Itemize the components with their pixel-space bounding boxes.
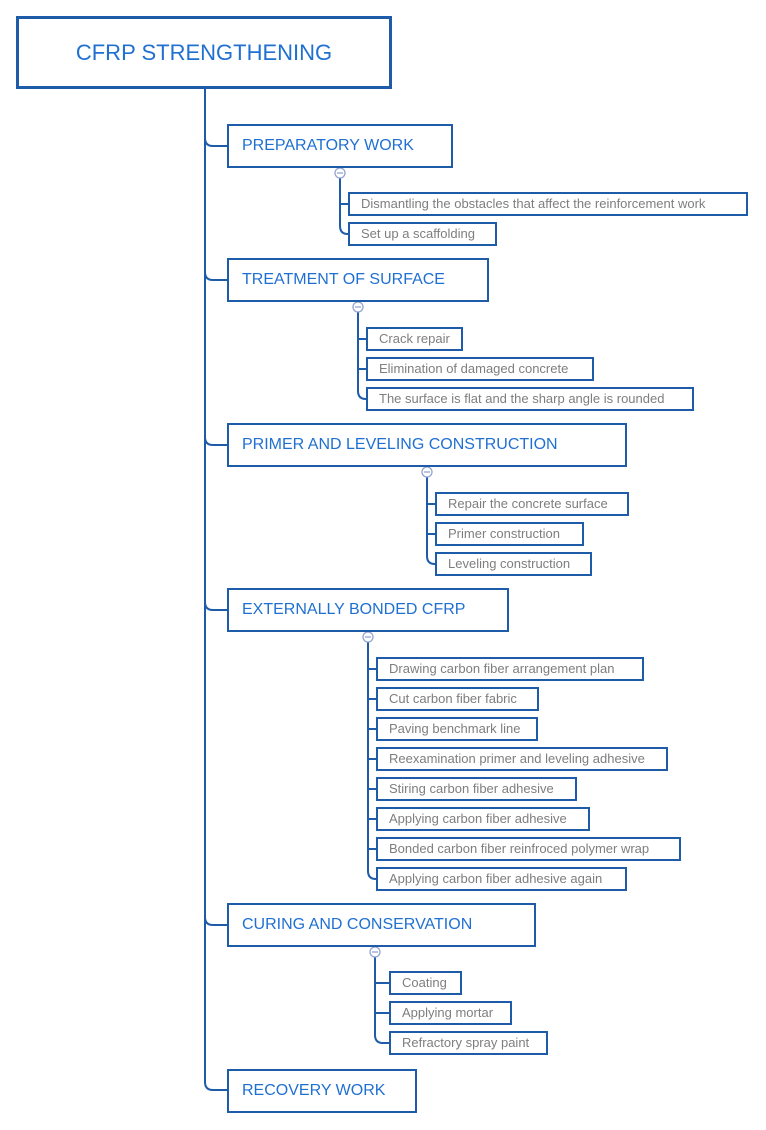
- child-connector-group4: [367, 642, 377, 880]
- subtopic-stiring-adhesive[interactable]: Stiring carbon fiber adhesive: [376, 777, 577, 801]
- subtopic-leveling-construction[interactable]: Leveling construction: [435, 552, 592, 576]
- collapse-toggle-treatment[interactable]: [352, 301, 364, 313]
- main-topic-treatment-of-surface[interactable]: TREATMENT OF SURFACE: [227, 258, 489, 302]
- subtopic-primer-construction[interactable]: Primer construction: [435, 522, 584, 546]
- collapse-toggle-curing[interactable]: [369, 946, 381, 958]
- child-connector-group5: [374, 957, 389, 1044]
- subtopic-applying-adhesive[interactable]: Applying carbon fiber adhesive: [376, 807, 590, 831]
- branch-connector-treatment: [204, 271, 227, 281]
- collapse-toggle-preparatory[interactable]: [334, 167, 346, 179]
- subtopic-cut-carbon-fiber-fabric[interactable]: Cut carbon fiber fabric: [376, 687, 539, 711]
- child-connector-group1: [339, 178, 349, 235]
- subtopic-refractory-spray-paint[interactable]: Refractory spray paint: [389, 1031, 548, 1055]
- subtopic-set-up-scaffolding[interactable]: Set up a scaffolding: [348, 222, 497, 246]
- root-topic[interactable]: CFRP STRENGTHENING: [16, 16, 392, 89]
- subtopic-paving-benchmark-line[interactable]: Paving benchmark line: [376, 717, 538, 741]
- main-topic-curing-and-conservation[interactable]: CURING AND CONSERVATION: [227, 903, 536, 947]
- branch-connector-preparatory: [204, 137, 227, 147]
- main-topic-recovery-work[interactable]: RECOVERY WORK: [227, 1069, 417, 1113]
- main-topic-externally-bonded-cfrp[interactable]: EXTERNALLY BONDED CFRP: [227, 588, 509, 632]
- subtopic-elimination-damaged-concrete[interactable]: Elimination of damaged concrete: [366, 357, 594, 381]
- collapse-toggle-primer[interactable]: [421, 466, 433, 478]
- subtopic-reexamination-primer-adhesive[interactable]: Reexamination primer and leveling adhesi…: [376, 747, 668, 771]
- branch-connector-externally: [204, 601, 227, 611]
- spine-connector: [204, 89, 227, 1091]
- main-topic-primer-and-leveling[interactable]: PRIMER AND LEVELING CONSTRUCTION: [227, 423, 627, 467]
- child-connector-group3: [426, 477, 436, 565]
- subtopic-dismantling-obstacles[interactable]: Dismantling the obstacles that affect th…: [348, 192, 748, 216]
- branch-connector-curing: [204, 916, 227, 926]
- subtopic-coating[interactable]: Coating: [389, 971, 462, 995]
- subtopic-drawing-arrangement-plan[interactable]: Drawing carbon fiber arrangement plan: [376, 657, 644, 681]
- subtopic-repair-concrete-surface[interactable]: Repair the concrete surface: [435, 492, 629, 516]
- subtopic-surface-flat-sharp-angle[interactable]: The surface is flat and the sharp angle …: [366, 387, 694, 411]
- collapse-toggle-externally[interactable]: [362, 631, 374, 643]
- child-connector-group2: [357, 312, 367, 400]
- subtopic-applying-adhesive-again[interactable]: Applying carbon fiber adhesive again: [376, 867, 627, 891]
- branch-connector-primer: [204, 436, 227, 446]
- main-topic-preparatory-work[interactable]: PREPARATORY WORK: [227, 124, 453, 168]
- subtopic-bonded-polymer-wrap[interactable]: Bonded carbon fiber reinfroced polymer w…: [376, 837, 681, 861]
- subtopic-crack-repair[interactable]: Crack repair: [366, 327, 463, 351]
- subtopic-applying-mortar[interactable]: Applying mortar: [389, 1001, 512, 1025]
